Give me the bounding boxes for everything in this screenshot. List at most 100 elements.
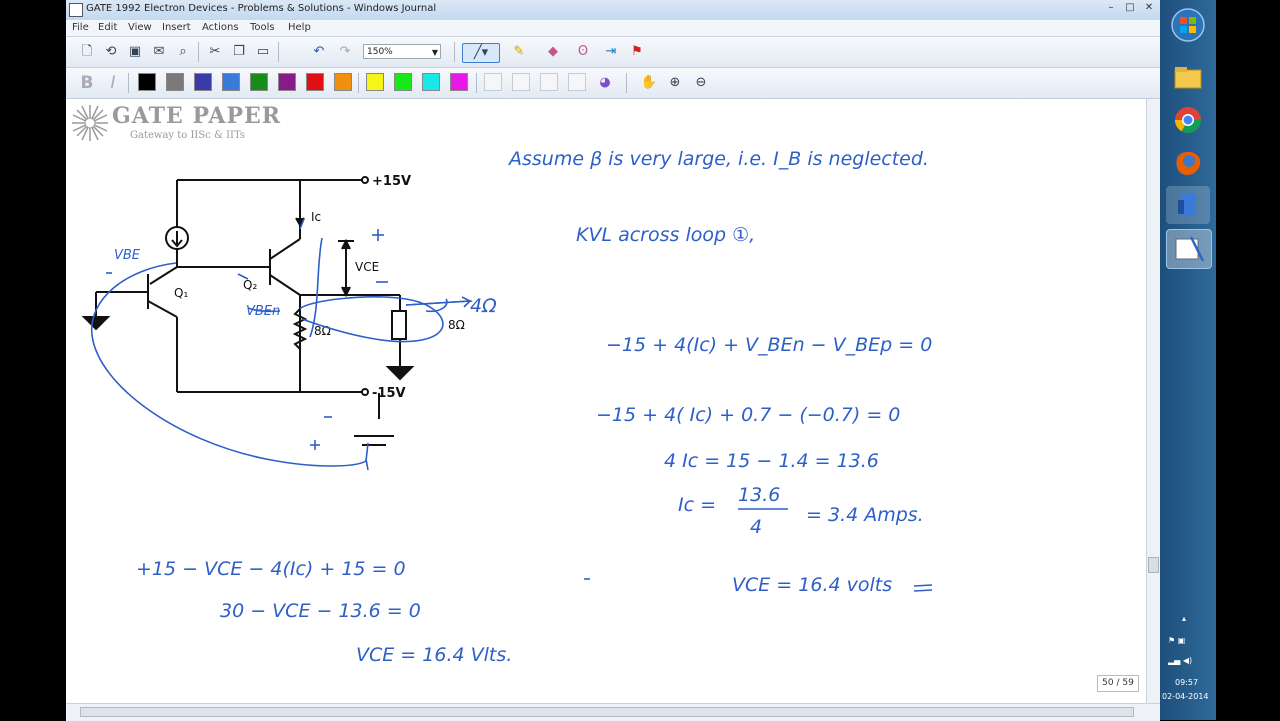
menu-file[interactable]: File: [72, 22, 89, 33]
flag-icon[interactable]: ⚑: [631, 44, 643, 59]
note-ic-denominator: 4: [750, 516, 762, 538]
custom-swatch-4[interactable]: [568, 73, 586, 91]
horizontal-scrollbar[interactable]: [66, 703, 1160, 721]
page-indicator: 50 / 59: [1097, 675, 1139, 692]
window-title: GATE 1992 Electron Devices - Problems & …: [86, 3, 437, 14]
cut-icon[interactable]: ✂: [209, 44, 221, 59]
note-eq5: 30 − VCE − 13.6 = 0: [220, 600, 421, 622]
eraser-icon[interactable]: ◆: [548, 44, 558, 59]
menu-insert[interactable]: Insert: [162, 22, 191, 33]
color-swatch-purple[interactable]: [278, 73, 296, 91]
note-vce-result: VCE = 16.4 volts: [732, 574, 892, 596]
journal-page[interactable]: GATE PAPER Gateway to IISc & IITs: [66, 99, 1146, 703]
open-icon[interactable]: ⟲: [105, 44, 117, 59]
lasso-icon[interactable]: ʘ: [577, 44, 589, 59]
format-toolbar: B I ◕ ✋ ⊕ ⊖: [66, 68, 1160, 99]
note-ic-label: Ic =: [678, 494, 716, 516]
save-icon[interactable]: ▣: [128, 44, 142, 59]
journal-window: GATE 1992 Electron Devices - Problems & …: [66, 0, 1161, 721]
copy-icon[interactable]: ❐: [233, 44, 245, 59]
journal-app-icon: [69, 3, 83, 17]
send-icon[interactable]: ✉: [153, 44, 165, 59]
taskbar: ▴ ⚑ ▣ ▂▄ ◀) 09:57 02-04-2014: [1160, 0, 1216, 720]
label-r2: 8Ω: [448, 318, 465, 332]
insert-space-icon[interactable]: ⇥: [605, 44, 617, 59]
circuit-diagram: [81, 176, 415, 446]
note-eq6: VCE = 16.4 Vlts.: [356, 644, 512, 666]
taskbar-app[interactable]: [1166, 186, 1210, 224]
note-eq2: −15 + 4( Ic) + 0.7 − (−0.7) = 0: [596, 404, 900, 426]
color-swatch-magenta[interactable]: [450, 73, 468, 91]
vertical-scroll-thumb[interactable]: [1148, 557, 1159, 573]
gate-paper-logo-icon: [72, 105, 108, 141]
find-icon[interactable]: ⌕: [179, 44, 187, 59]
taskbar-firefox[interactable]: [1166, 143, 1210, 181]
new-note-icon[interactable]: 🗋: [81, 44, 93, 59]
zoom-value: 150%: [367, 47, 393, 57]
taskbar-explorer[interactable]: [1166, 58, 1210, 96]
paste-icon[interactable]: ▭: [256, 44, 270, 59]
zoom-out-icon[interactable]: ⊖: [695, 75, 707, 90]
custom-swatch-3[interactable]: [540, 73, 558, 91]
color-swatch-red[interactable]: [306, 73, 324, 91]
label-vplus: +15V: [372, 174, 411, 189]
horizontal-scroll-thumb[interactable]: [80, 707, 1134, 717]
label-vminus: -15V: [372, 386, 406, 401]
logo-subtitle: Gateway to IISc & IITs: [130, 130, 246, 141]
color-swatch-yellow[interactable]: [366, 73, 384, 91]
tray-network-icon[interactable]: ▂▄ ◀): [1168, 656, 1193, 665]
vben-label: VBEn: [246, 304, 280, 319]
taskbar-chrome[interactable]: [1166, 101, 1210, 139]
menu-view[interactable]: View: [128, 22, 152, 33]
undo-icon[interactable]: ↶: [313, 44, 325, 59]
italic-icon[interactable]: I: [110, 73, 116, 93]
clock-date[interactable]: 02-04-2014: [1162, 692, 1209, 701]
taskbar-journal[interactable]: [1166, 229, 1212, 269]
vertical-scrollbar[interactable]: [1146, 99, 1161, 703]
custom-swatch-1[interactable]: [484, 73, 502, 91]
pan-hand-icon[interactable]: ✋: [640, 75, 658, 90]
bold-icon[interactable]: B: [80, 73, 94, 93]
color-picker-icon[interactable]: ◕: [599, 75, 611, 90]
maximize-button[interactable]: □: [1125, 2, 1135, 13]
color-swatch-lime[interactable]: [394, 73, 412, 91]
pen-tool-icon[interactable]: ╱▾: [462, 43, 500, 63]
tray-expand-icon[interactable]: ▴: [1182, 614, 1187, 623]
note-eq1: −15 + 4(Ic) + V_BEn − V_BEp = 0: [606, 334, 932, 356]
chevron-down-icon: ▼: [431, 48, 438, 57]
tray-flag-icon[interactable]: ⚑ ▣: [1168, 636, 1186, 645]
custom-swatch-2[interactable]: [512, 73, 530, 91]
windows-logo-icon: [1171, 8, 1205, 42]
zoom-select[interactable]: 150% ▼: [363, 44, 441, 59]
highlighter-icon[interactable]: ✎: [513, 44, 525, 59]
close-button[interactable]: ✕: [1144, 2, 1154, 13]
label-q1: Q₁: [174, 286, 188, 300]
label-q2: Q₂: [243, 278, 257, 292]
menu-help[interactable]: Help: [288, 22, 311, 33]
note-eq4: +15 − VCE − 4(Ic) + 15 = 0: [136, 558, 406, 580]
label-ic: Ic: [311, 210, 321, 224]
color-swatch-orange[interactable]: [334, 73, 352, 91]
journal-icon: [1175, 236, 1205, 262]
color-swatch-black[interactable]: [138, 73, 156, 91]
color-swatch-gray[interactable]: [166, 73, 184, 91]
menu-edit[interactable]: Edit: [98, 22, 118, 33]
note-ic-result: = 3.4 Amps.: [806, 504, 924, 526]
menu-actions[interactable]: Actions: [202, 22, 239, 33]
color-swatch-cyan[interactable]: [422, 73, 440, 91]
title-bar[interactable]: GATE 1992 Electron Devices - Problems & …: [66, 0, 1160, 21]
redo-icon[interactable]: ↷: [339, 44, 351, 59]
clock-time[interactable]: 09:57: [1175, 678, 1199, 687]
minimize-button[interactable]: –: [1108, 2, 1114, 13]
color-swatch-green[interactable]: [250, 73, 268, 91]
menu-tools[interactable]: Tools: [250, 22, 275, 33]
vbe-label: VBE: [114, 248, 141, 263]
color-swatch-blue[interactable]: [222, 73, 240, 91]
note-eq3: 4 Ic = 15 − 1.4 = 13.6: [664, 450, 879, 472]
handwritten-strokes: [91, 218, 933, 592]
zoom-in-icon[interactable]: ⊕: [669, 75, 681, 90]
folder-icon: [1174, 67, 1202, 89]
app-icon: [1178, 194, 1196, 216]
color-swatch-navy[interactable]: [194, 73, 212, 91]
start-button[interactable]: [1166, 6, 1210, 44]
